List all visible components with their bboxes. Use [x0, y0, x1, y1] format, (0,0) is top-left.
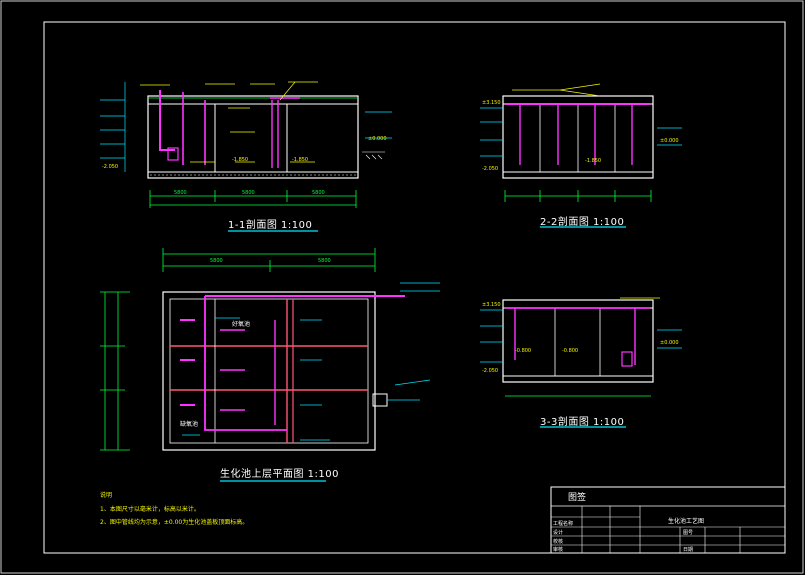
title-block-cell-project: 工程名称 [553, 520, 573, 527]
inner-drawing-frame [43, 21, 786, 554]
section-1-1-elev-a: -1.850 [232, 157, 248, 163]
section-2-2-drawing [480, 83, 682, 202]
section-2-2-elev-top: ±3.150 [482, 100, 501, 106]
title-block-company: 图签 [568, 491, 586, 503]
section-1-1-title: 1-1剖面图 1:100 [228, 218, 312, 231]
section-1-1-dim-1: 5800 [174, 190, 187, 196]
section-2-2-elev-ground: ±0.000 [660, 138, 679, 144]
plan-dim-top-2: 5800 [318, 258, 331, 264]
section-1-1-elev-b: -1.850 [292, 157, 308, 163]
section-2-2-elev-mid: -1.850 [585, 158, 601, 164]
section-1-1-dim-2: 5800 [242, 190, 255, 196]
plan-title: 生化池上层平面图 1:100 [220, 467, 339, 480]
section-1-1-elev-bottom: -2.050 [102, 164, 118, 170]
section-3-3-elev-ground: ±0.000 [660, 340, 679, 346]
plan-room-aerobic: 好氧池 [232, 320, 250, 328]
section-3-3-drawing [480, 297, 682, 397]
section-3-3-elev-a: -0.800 [515, 348, 531, 354]
title-block-cell-date: 日期 [683, 547, 693, 553]
plan-drawing [100, 248, 440, 451]
notes-heading: 说明 [100, 491, 112, 499]
notes-line-2: 2、图中管线均为示意，±0.00为生化池盖板顶面标高。 [100, 518, 248, 526]
title-block [550, 486, 786, 554]
section-1-1-drawing [100, 81, 392, 208]
section-3-3-title: 3-3剖面图 1:100 [540, 415, 624, 428]
notes-line-1: 1、本图尺寸以毫米计，标高以米计。 [100, 505, 200, 513]
section-2-2-title: 2-2剖面图 1:100 [540, 215, 624, 228]
section-3-3-elev-top: ±3.150 [482, 302, 501, 308]
section-3-3-elev-b: -0.800 [562, 348, 578, 354]
plan-room-anoxic: 缺氧池 [180, 420, 198, 428]
title-block-cell-design: 设计 [553, 529, 563, 536]
title-block-cell-check: 校核 [553, 538, 563, 545]
section-1-1-elev-ground: ±0.000 [368, 136, 387, 142]
section-1-1-dim-3: 5800 [312, 190, 325, 196]
section-2-2-elev-bottom: -2.050 [482, 166, 498, 172]
section-3-3-elev-bottom: -2.050 [482, 368, 498, 374]
title-block-cell-number: 图号 [683, 530, 693, 536]
plan-dim-top-1: 5800 [210, 258, 223, 264]
title-block-cell-review: 审核 [553, 546, 563, 553]
title-block-drawing-name: 生化池工艺图 [668, 517, 704, 525]
